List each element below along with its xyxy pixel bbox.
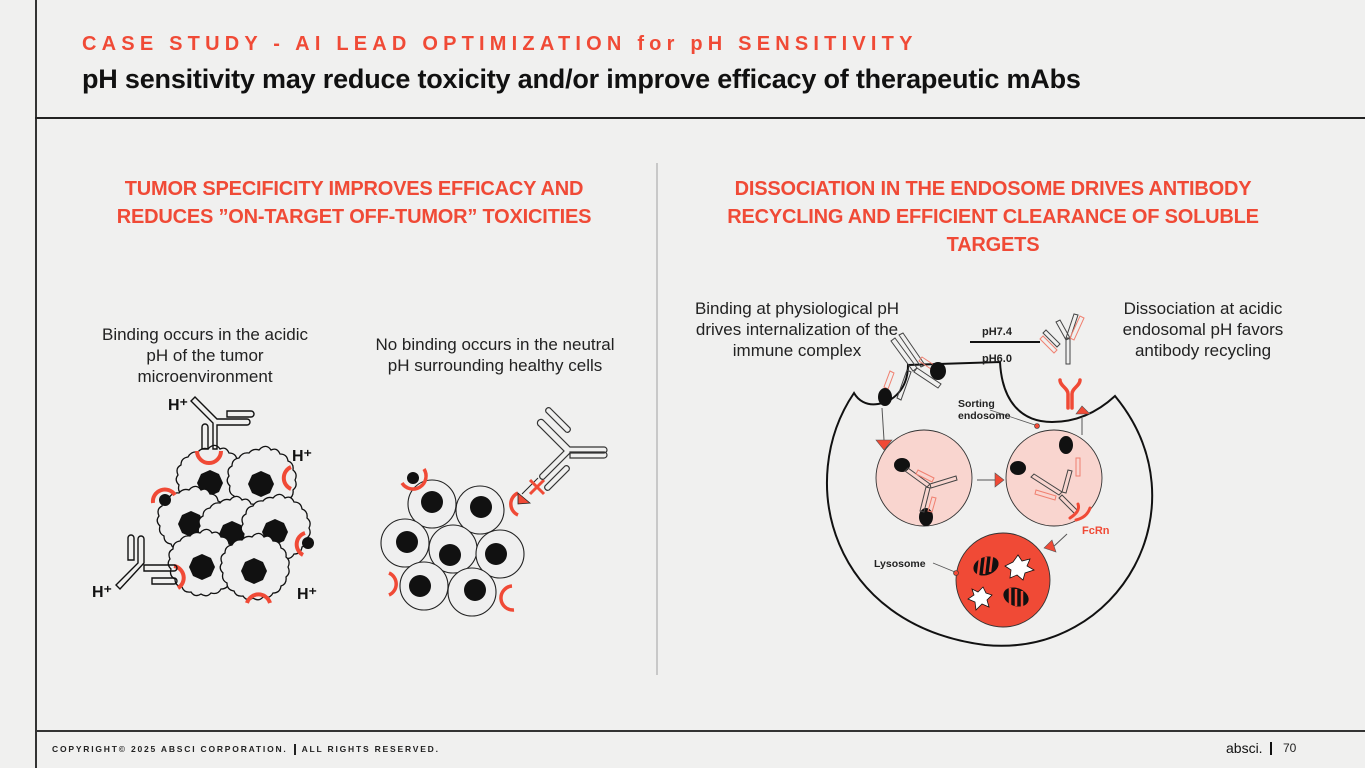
healthy-cell [428, 524, 478, 574]
sorting-endosome-label: endosome [958, 410, 1011, 422]
footer-separator [293, 744, 296, 756]
healthy-cell [455, 485, 505, 535]
tumor-caption: Binding occurs in the acidic pH of the t… [101, 325, 308, 386]
healthy-cells-illustration [380, 407, 608, 617]
copyright-notice: COPYRIGHT© 2025 ABSCI CORPORATION. ALL RI… [52, 744, 440, 756]
fcrn-receptor [1058, 378, 1082, 410]
right-section-heading: DISSOCIATION IN THE ENDOSOME DRIVES ANTI… [727, 178, 1259, 256]
early-endosome [875, 429, 973, 527]
soluble-target [878, 388, 892, 406]
antibody-light-chain [1039, 315, 1085, 354]
proton-label: H⁺ [92, 584, 112, 601]
healthy-cell [399, 561, 449, 611]
arrowhead-icon [875, 439, 893, 451]
proton-label: H⁺ [297, 586, 317, 603]
antibody-icon [190, 396, 255, 450]
header-divider [35, 117, 1365, 119]
panel-divider [656, 163, 658, 675]
proton-label: H⁺ [168, 397, 188, 414]
page-title: pH sensitivity may reduce toxicity and/o… [82, 64, 1081, 94]
healthy-cell [407, 479, 457, 529]
healthy-caption: No binding occurs in the neutral pH surr… [375, 335, 615, 375]
antibody-icon [890, 332, 942, 401]
page-separator [1270, 742, 1272, 755]
proton-label: H⁺ [292, 448, 312, 465]
healthy-cell [447, 567, 497, 617]
arrowhead-icon [994, 472, 1005, 488]
rights-text: ALL RIGHTS RESERVED. [301, 744, 440, 754]
x-mark-icon [528, 478, 546, 496]
eyebrow-title: CASE STUDY - AI LEAD OPTIMIZATION for pH… [82, 33, 918, 55]
fcrn-label: FcRn [1082, 525, 1110, 537]
antibody-icon [536, 407, 608, 491]
left-border-line [35, 0, 37, 768]
healthy-cell [475, 529, 525, 579]
binding-caption: Binding at physiological pH drives inter… [694, 299, 900, 360]
blocked-arrowhead [517, 492, 532, 505]
sorting-endosome-label: Sorting [958, 398, 995, 410]
lysosome [953, 532, 1051, 628]
pathway-arrows [881, 407, 1083, 549]
left-section-heading: TUMOR SPECIFICITY IMPROVES EFFICACY AND … [116, 178, 592, 228]
receptor-arcs [388, 468, 519, 612]
footer-divider [35, 730, 1365, 732]
antibody-icon [115, 534, 178, 591]
receptor-arcs [150, 450, 306, 604]
soluble-target [930, 362, 946, 380]
arrowhead-icon [1075, 405, 1091, 415]
lysosome-label: Lysosome [874, 558, 926, 570]
arrowhead-icon [1043, 539, 1057, 553]
endosome-recycling-diagram: pH7.4 pH6.0 [826, 313, 1154, 647]
ph-outside-label: pH7.4 [982, 326, 1013, 338]
brand-logo: absci. [1226, 740, 1263, 756]
page-number: 70 [1283, 741, 1297, 755]
sorting-endosome [1005, 423, 1103, 527]
tumor-cells-illustration: H⁺ H⁺ H⁺ H⁺ [92, 396, 317, 604]
dissociation-caption: Dissociation at acidic endosomal pH favo… [1122, 299, 1284, 360]
healthy-cell [380, 518, 430, 568]
copyright-text: COPYRIGHT© 2025 ABSCI CORPORATION. [52, 744, 288, 754]
ph-inside-label: pH6.0 [982, 353, 1012, 365]
